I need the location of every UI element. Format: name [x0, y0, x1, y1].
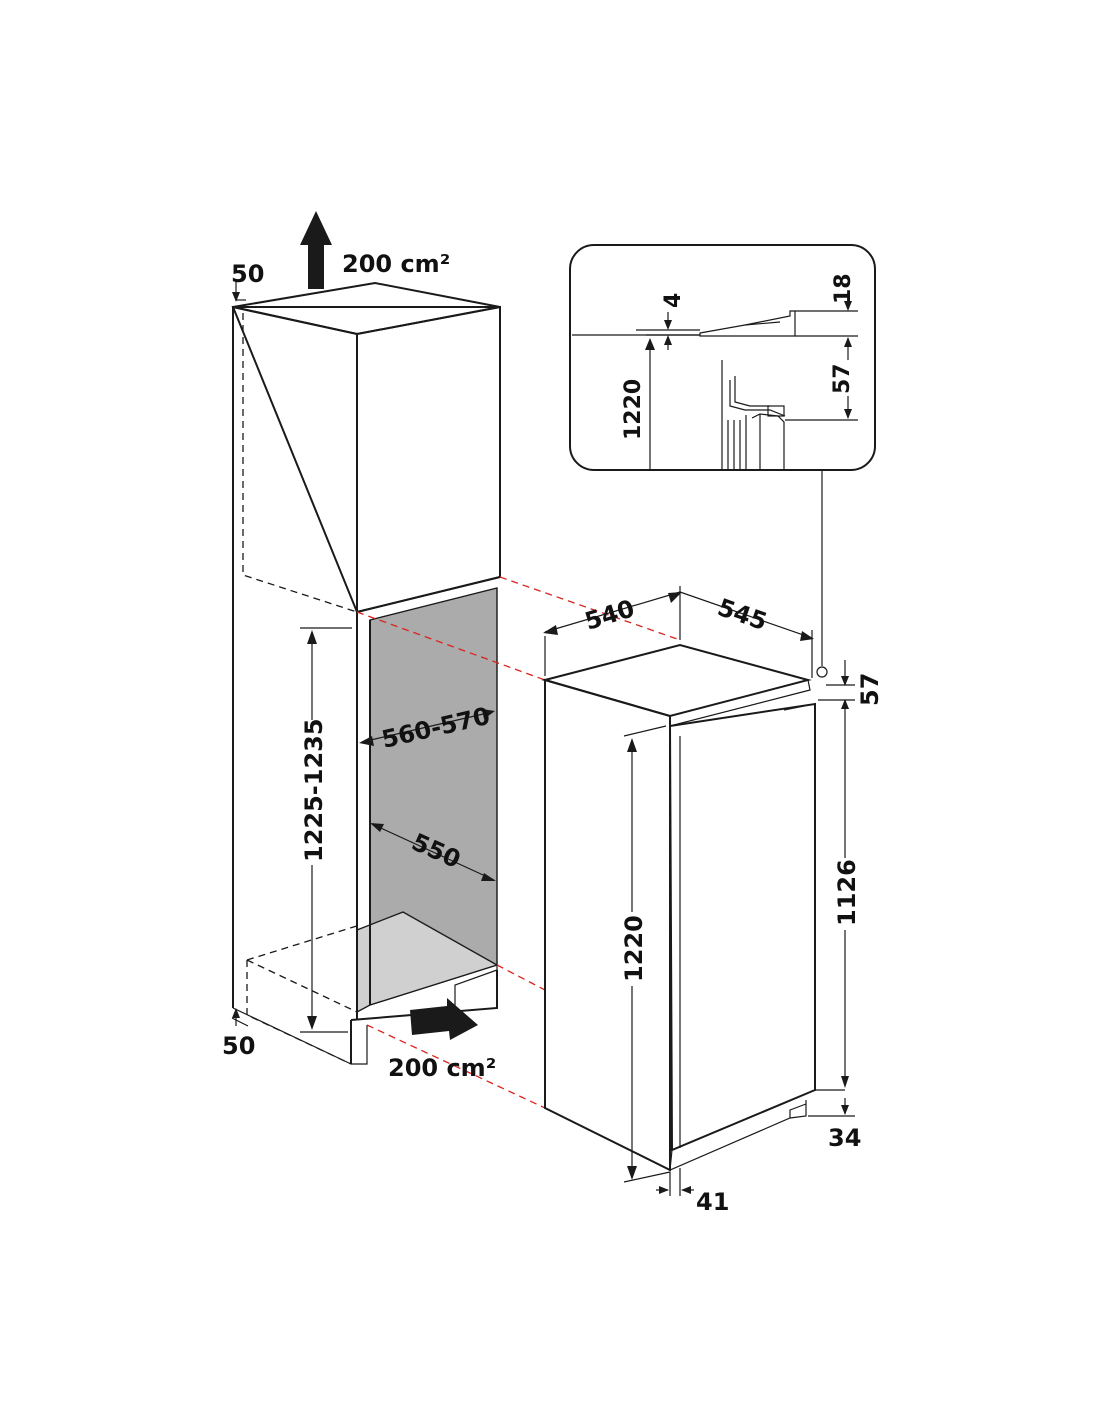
svg-text:50: 50: [222, 1032, 255, 1060]
svg-text:41: 41: [696, 1188, 729, 1216]
bottom-offset-dimension: 34: [808, 1098, 861, 1152]
svg-text:57: 57: [856, 673, 884, 706]
appliance-door: [668, 702, 816, 1152]
total-height-dimension: 1220: [618, 725, 671, 1183]
door-depth-dimension: 41: [656, 1168, 729, 1216]
niche-height-dimension: 1225-1235: [298, 627, 352, 1033]
appliance-top-offset-dimension: 57: [818, 660, 884, 712]
bottom-gap-dimension: 50: [222, 1008, 255, 1060]
svg-text:1225-1235: 1225-1235: [300, 718, 328, 862]
arrow-right-icon: [410, 998, 478, 1040]
appliance-depth-dimension: 545: [679, 591, 814, 678]
top-gap-dimension: 50: [231, 260, 264, 302]
upper-cabinet-front: [231, 306, 501, 614]
svg-text:1220: 1220: [621, 379, 646, 440]
svg-text:50: 50: [231, 260, 264, 288]
hinge-point: [816, 666, 828, 678]
door-height-dimension: 1126: [830, 712, 861, 1088]
appliance: [541, 643, 845, 1172]
cabinet: [231, 281, 681, 1109]
arrow-up-icon: [300, 211, 332, 289]
vent-top-label: 200 cm²: [342, 250, 450, 278]
svg-text:4: 4: [661, 293, 686, 308]
svg-text:18: 18: [831, 273, 856, 304]
svg-text:1220: 1220: [620, 915, 648, 982]
svg-text:34: 34: [828, 1124, 861, 1152]
svg-text:540: 540: [582, 594, 638, 635]
svg-text:545: 545: [714, 593, 770, 636]
hinge-detail-box: 1220 4 18 57: [569, 244, 876, 666]
vent-bottom-label: 200 cm²: [388, 1054, 496, 1082]
svg-text:1126: 1126: [833, 859, 861, 926]
upper-cabinet-top: [232, 281, 501, 336]
svg-text:57: 57: [830, 363, 855, 394]
